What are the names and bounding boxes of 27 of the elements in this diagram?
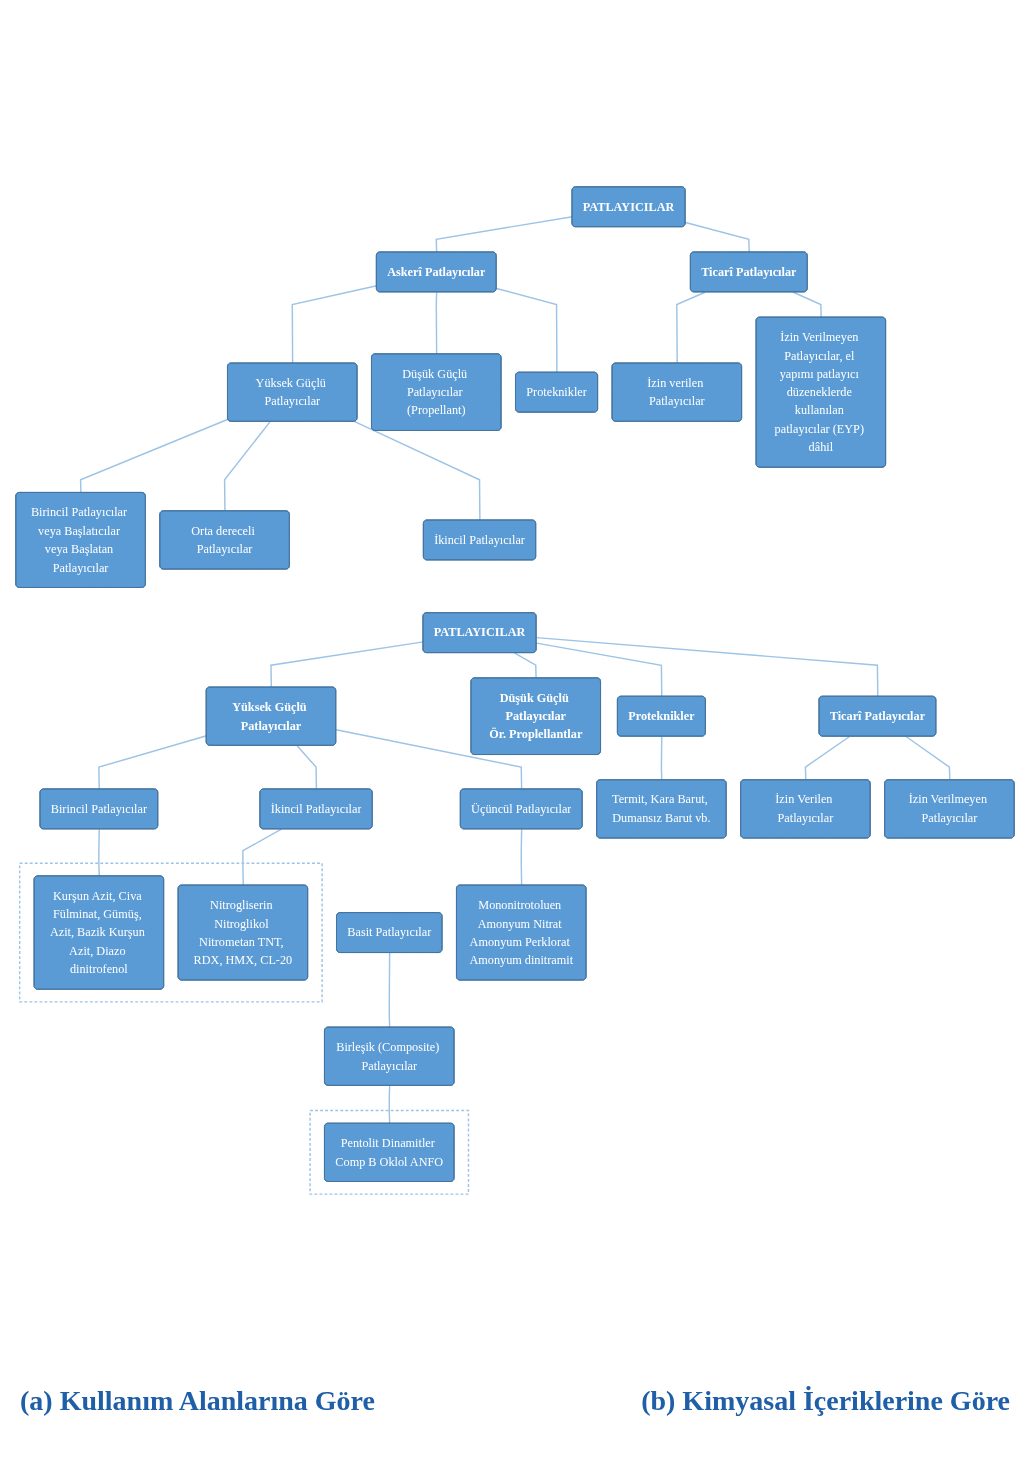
connector: [905, 735, 951, 781]
connector: [296, 744, 318, 790]
connector: [495, 287, 558, 373]
connector: [792, 291, 822, 318]
connector: [98, 828, 100, 877]
connector: [335, 728, 523, 790]
connector: [353, 420, 481, 521]
connector: [535, 642, 663, 697]
connector: [291, 284, 378, 364]
cluster: [18, 862, 323, 1003]
connector: [804, 735, 851, 781]
connector: [223, 420, 271, 512]
connector: [660, 735, 663, 781]
connector: [535, 636, 879, 697]
connector: [388, 951, 391, 1028]
connector: [676, 291, 706, 364]
connector: [520, 828, 523, 886]
connector: [684, 221, 750, 253]
section-caption: (b) Kimyasal İçeriklerine Göre: [641, 1385, 1010, 1417]
connector: [513, 651, 537, 679]
connector: [388, 1084, 391, 1124]
cluster: [309, 1109, 470, 1195]
section-caption: (a) Kullanım Alanlarına Göre: [20, 1385, 375, 1417]
connector: [435, 291, 438, 355]
connector: [98, 734, 208, 790]
connector: [270, 640, 424, 688]
connector: [242, 828, 283, 886]
